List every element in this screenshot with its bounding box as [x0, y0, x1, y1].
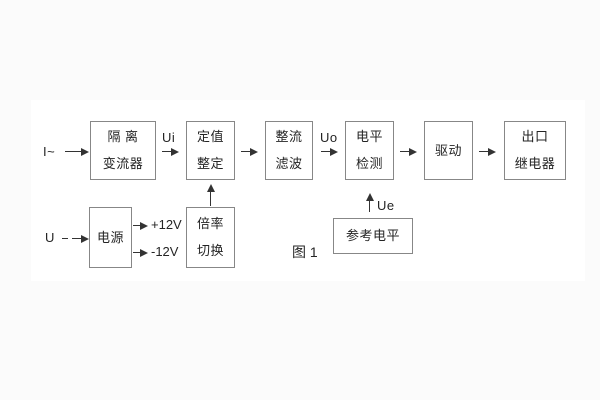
block-rectify-filter-line1: 整流: [275, 129, 303, 144]
block-level-detect-line1: 电平: [355, 129, 383, 144]
block-drive: 驱动: [424, 121, 473, 180]
arrow-input-voltage: [72, 234, 89, 243]
block-isolation-transformer-line2: 变流器: [102, 156, 144, 171]
arrow-reference-to-level: [365, 193, 374, 212]
block-output-relay-line2: 继电器: [514, 156, 556, 171]
block-power-supply-label: 电源: [96, 229, 124, 245]
block-reference-level: 参考电平: [333, 218, 413, 254]
label-rail-neg: -12V: [151, 244, 179, 259]
arrow-rail-neg: [133, 248, 148, 257]
block-level-detect: 电平 检测: [345, 121, 394, 180]
arrow-ratio-to-setpoint: [206, 184, 215, 206]
arrow-rail-pos: [133, 221, 148, 230]
label-rail-pos: +12V: [151, 217, 182, 232]
label-ui: Ui: [162, 130, 176, 145]
block-output-relay: 出口 继电器: [504, 121, 566, 180]
block-power-supply: 电源: [89, 207, 132, 268]
block-ratio-switch-line1: 倍率: [196, 216, 224, 231]
block-output-relay-line1: 出口: [521, 129, 549, 144]
block-setpoint-setting-line2: 整定: [196, 156, 224, 171]
block-ratio-switch: 倍率 切换: [186, 207, 235, 268]
block-isolation-transformer-line1: 隔 离: [107, 129, 139, 144]
label-uo: Uo: [320, 130, 338, 145]
block-rectify-filter-line2: 滤波: [275, 156, 303, 171]
arrow-isolation-to-setpoint: [162, 147, 179, 156]
block-setpoint-setting-line1: 定值: [196, 129, 224, 144]
arrow-level-to-drive: [400, 147, 417, 156]
block-drive-label: 驱动: [434, 142, 462, 158]
label-input-voltage: U: [45, 230, 55, 245]
block-isolation-transformer: 隔 离 变流器: [90, 121, 156, 180]
arrow-setpoint-to-rectify: [241, 147, 258, 156]
block-rectify-filter: 整流 滤波: [265, 121, 313, 180]
arrow-drive-to-relay: [479, 147, 496, 156]
block-ratio-switch-line2: 切换: [196, 243, 224, 258]
block-reference-level-label: 参考电平: [345, 228, 400, 243]
arrow-input-current: [65, 147, 89, 156]
block-level-detect-line2: 检测: [355, 156, 383, 171]
label-input-current: I~: [43, 144, 56, 159]
arrow-rectify-to-level: [321, 147, 338, 156]
block-setpoint-setting: 定值 整定: [186, 121, 235, 180]
figure-caption: 图 1: [292, 244, 318, 260]
label-ue: Ue: [377, 198, 395, 213]
dash-input-voltage: [62, 238, 68, 239]
